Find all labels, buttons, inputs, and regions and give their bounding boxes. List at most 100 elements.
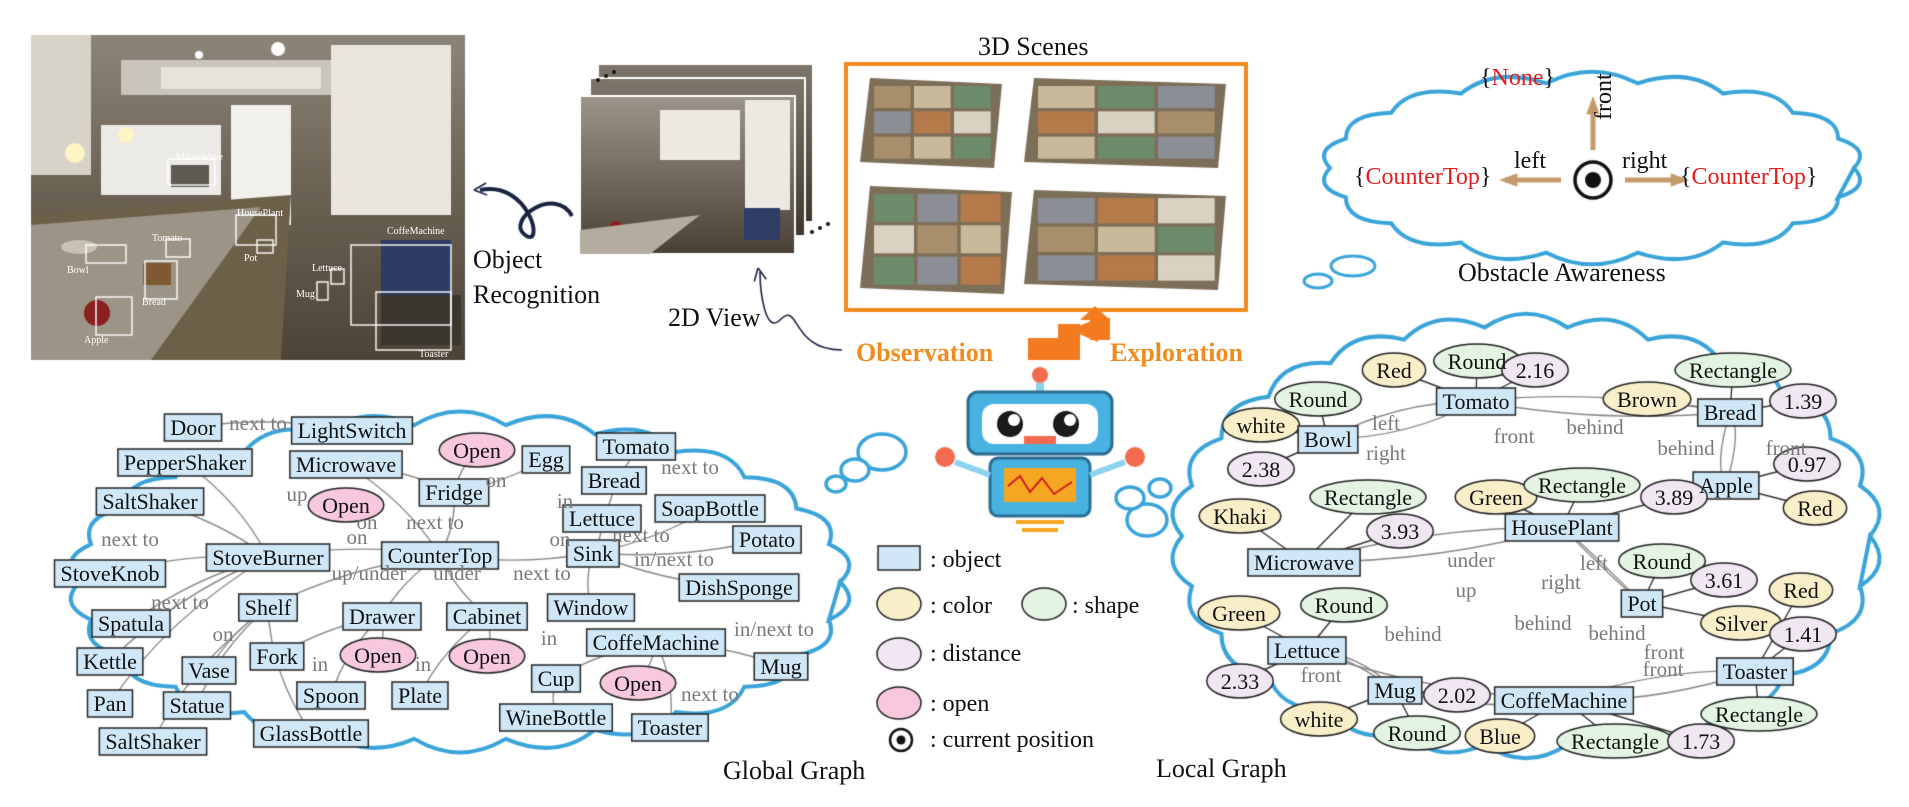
- photo-label: CoffeMachine: [387, 225, 445, 237]
- obstacle-title: Obstacle Awareness: [1458, 258, 1666, 287]
- local-node-object: Toaster: [1722, 658, 1788, 684]
- obstacle-right-value: {CounterTop}: [1680, 165, 1817, 189]
- global-node-object: CounterTop: [387, 542, 493, 568]
- local-node-shape: Rectangle: [1538, 472, 1626, 498]
- global-node-object: Window: [553, 594, 629, 620]
- global-node-object: SaltShaker: [102, 488, 198, 514]
- local-edge-label: left: [1372, 411, 1400, 436]
- local-node-distance: 1.73: [1681, 728, 1721, 754]
- photo-label: Bread: [142, 296, 166, 308]
- global-node-object: PepperShaker: [123, 449, 247, 475]
- global-edge-label: on: [212, 622, 234, 647]
- brace-open: {: [1680, 164, 1692, 190]
- global-edge-label: next to: [661, 455, 719, 480]
- exploration-label: Exploration: [1110, 338, 1243, 367]
- local-edge-label: left: [1580, 551, 1608, 576]
- local-node-shape: Rectangle: [1715, 701, 1803, 727]
- photo-label: Pot: [244, 252, 258, 264]
- global-edge-label: next to: [406, 510, 464, 535]
- local-node-object: Apple: [1699, 472, 1753, 498]
- local-node-color: Red: [1783, 577, 1819, 603]
- local-edge-label: up: [1455, 578, 1477, 603]
- global-node-object: Mug: [760, 653, 802, 679]
- global-edge-label: in: [556, 489, 574, 514]
- local-node-object: Microwave: [1253, 549, 1355, 575]
- local-edge-label: behind: [1657, 436, 1715, 461]
- local-node-object: CoffeMachine: [1500, 687, 1628, 713]
- global-graph-title: Global Graph: [723, 756, 866, 785]
- local-node-object: Lettuce: [1274, 637, 1340, 663]
- global-node-object: Statue: [169, 692, 225, 718]
- global-node-open: Open: [322, 492, 370, 518]
- left-value: CounterTop: [1365, 164, 1480, 190]
- local-node-distance: 1.39: [1783, 388, 1823, 414]
- global-node-object: Sink: [572, 540, 614, 566]
- local-edge-label: front: [1300, 663, 1342, 688]
- local-node-shape: Rectangle: [1324, 484, 1412, 510]
- local-node-object: Mug: [1374, 677, 1416, 703]
- local-node-color: white: [1236, 412, 1286, 438]
- brace-close: }: [1543, 65, 1556, 91]
- global-edge-label: up/under: [331, 561, 407, 586]
- global-node-object: SaltShaker: [105, 728, 201, 754]
- global-node-open: Open: [463, 643, 511, 669]
- local-node-distance: 2.33: [1220, 668, 1260, 694]
- obstacle-front-label: front: [1591, 73, 1617, 120]
- global-edge-label: next to: [101, 527, 159, 552]
- global-node-object: Plate: [398, 682, 442, 708]
- legend-shape: : shape: [1072, 593, 1140, 619]
- legend-object: : object: [930, 547, 1002, 573]
- local-node-color: Silver: [1714, 610, 1768, 636]
- local-edge-label: behind: [1566, 415, 1624, 440]
- legend-open: : open: [930, 691, 990, 717]
- local-node-shape: Round: [1387, 720, 1447, 746]
- global-node-object: WineBottle: [505, 704, 607, 730]
- global-edge-label: on: [346, 525, 368, 550]
- global-node-object: Egg: [528, 446, 564, 472]
- global-node-object: CoffeMachine: [592, 629, 720, 655]
- local-graph-title: Local Graph: [1156, 754, 1287, 783]
- view2d-label: 2D View: [668, 303, 761, 332]
- photo-label: Apple: [84, 334, 109, 346]
- local-edge-label: front: [1643, 640, 1685, 665]
- legend-current-position: : current position: [930, 727, 1094, 753]
- global-node-object: DishSponge: [685, 574, 793, 600]
- local-node-shape: Round: [1447, 348, 1507, 374]
- global-node-object: Kettle: [83, 648, 137, 674]
- local-node-color: Blue: [1479, 723, 1521, 749]
- local-edge-label: front: [1765, 436, 1807, 461]
- global-edge-label: next to: [229, 411, 287, 436]
- local-node-shape: Round: [1632, 548, 1692, 574]
- photo-label: Mug: [296, 288, 315, 300]
- local-edge-label: right: [1366, 441, 1406, 466]
- local-node-distance: 1.41: [1783, 621, 1823, 647]
- global-node-object: GlassBottle: [259, 720, 363, 746]
- global-node-open: Open: [614, 670, 662, 696]
- brace-open: {: [1480, 65, 1492, 91]
- obstacle-left-value: {CounterTop}: [1354, 165, 1491, 189]
- local-node-distance: 0.97: [1787, 451, 1827, 477]
- global-edge-label: next to: [612, 523, 670, 548]
- global-edge-label: next to: [151, 590, 209, 615]
- local-node-distance: 2.16: [1515, 357, 1555, 383]
- global-node-object: Lettuce: [569, 505, 635, 531]
- local-edge-label: behind: [1384, 622, 1442, 647]
- local-node-distance: 3.89: [1654, 484, 1694, 510]
- local-edge-label: front: [1642, 657, 1684, 682]
- global-edge-label: in: [540, 626, 558, 651]
- global-edge-label: on: [549, 527, 571, 552]
- scenes-title: 3D Scenes: [978, 32, 1089, 61]
- global-node-object: Cabinet: [452, 603, 522, 629]
- global-edge-label: in/next to: [634, 547, 714, 572]
- local-node-color: Brown: [1617, 386, 1677, 412]
- global-node-object: StoveKnob: [60, 560, 160, 586]
- global-node-object: Spatula: [98, 610, 164, 636]
- obstacle-front-value: {None}: [1480, 66, 1555, 90]
- object-recognition-label-1: Object: [473, 245, 543, 274]
- global-edge-label: in: [311, 652, 329, 677]
- local-node-distance: 3.61: [1704, 567, 1744, 593]
- photo-label: MicroWave: [176, 151, 223, 163]
- local-node-color: Red: [1797, 495, 1833, 521]
